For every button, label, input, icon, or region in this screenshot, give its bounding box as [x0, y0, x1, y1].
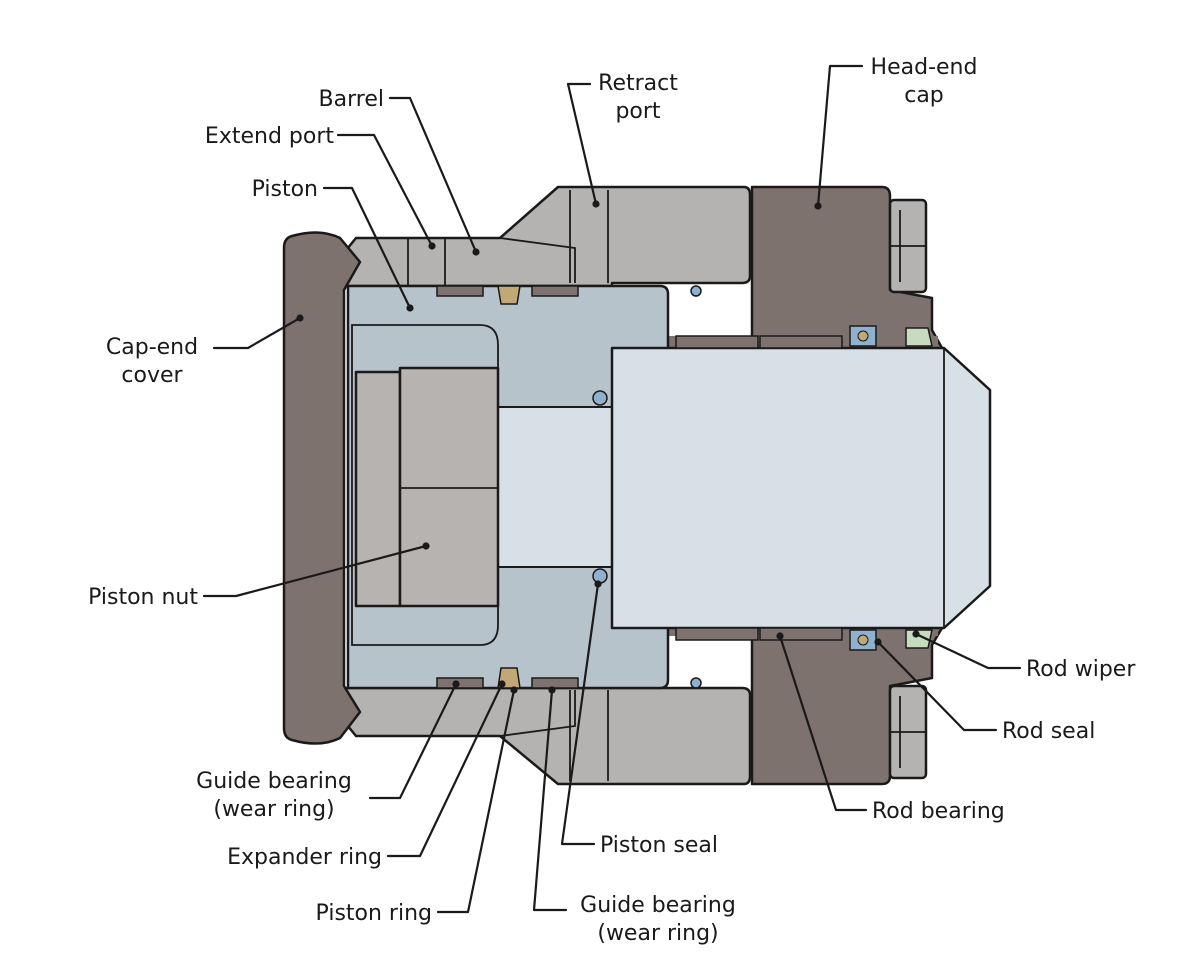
cap-end-cover	[282, 231, 362, 745]
labels: Barrel Extend port Piston Retract port H…	[88, 55, 1136, 946]
label-barrel: Barrel	[319, 87, 384, 112]
label-cap-end-cover-1: Cap-end	[106, 335, 198, 360]
leader-head-end-cap	[816, 64, 864, 208]
label-retract-port-2: port	[615, 99, 660, 124]
piston-seals-bottom	[436, 568, 702, 689]
leader-extend-port	[336, 133, 434, 248]
label-piston-seal: Piston seal	[600, 833, 718, 858]
barrel-bottom	[328, 686, 752, 786]
leader-retract-port	[566, 82, 598, 206]
leader-rod-wiper	[914, 632, 1022, 670]
leader-rod-seal	[876, 640, 998, 732]
leader-expander-ring	[386, 682, 504, 858]
leader-piston-ring	[436, 688, 516, 914]
label-rod-seal: Rod seal	[1002, 719, 1095, 744]
label-head-end-cap-2: cap	[904, 83, 944, 108]
label-rod-bearing: Rod bearing	[872, 799, 1005, 824]
label-retract-port-1: Retract	[598, 71, 678, 96]
label-head-end-cap-1: Head-end	[871, 55, 978, 80]
label-guide-bearing-left-1: Guide bearing	[196, 769, 352, 794]
leader-cap-end-cover	[212, 316, 302, 350]
leader-rod-bearing	[778, 634, 868, 812]
leader-piston-nut	[202, 544, 428, 598]
rod-seal	[849, 325, 877, 651]
label-piston: Piston	[252, 177, 318, 202]
label-rod-wiper: Rod wiper	[1026, 657, 1136, 682]
label-guide-bearing-right-1: Guide bearing	[580, 893, 736, 918]
piston-rod	[610, 346, 992, 630]
leader-piston	[322, 186, 412, 310]
label-piston-nut: Piston nut	[88, 585, 198, 610]
leader-piston-seal	[560, 582, 600, 846]
leader-lines	[202, 64, 1022, 914]
tie-bolt-bottom	[888, 684, 928, 780]
leader-guide-bearing-left	[368, 682, 458, 800]
label-guide-bearing-left-2: (wear ring)	[213, 797, 334, 822]
label-extend-port: Extend port	[205, 124, 334, 149]
label-guide-bearing-right-2: (wear ring)	[597, 921, 718, 946]
tie-bolt-top	[888, 198, 928, 294]
piston-nut	[354, 366, 500, 608]
label-piston-ring: Piston ring	[316, 901, 432, 926]
label-cap-end-cover-2: cover	[121, 363, 183, 388]
leader-barrel	[388, 96, 478, 254]
label-expander-ring: Expander ring	[227, 845, 382, 870]
rod-bearing	[675, 335, 843, 641]
leader-guide-bearing-right	[532, 688, 568, 912]
piston-seals-top	[436, 285, 702, 406]
